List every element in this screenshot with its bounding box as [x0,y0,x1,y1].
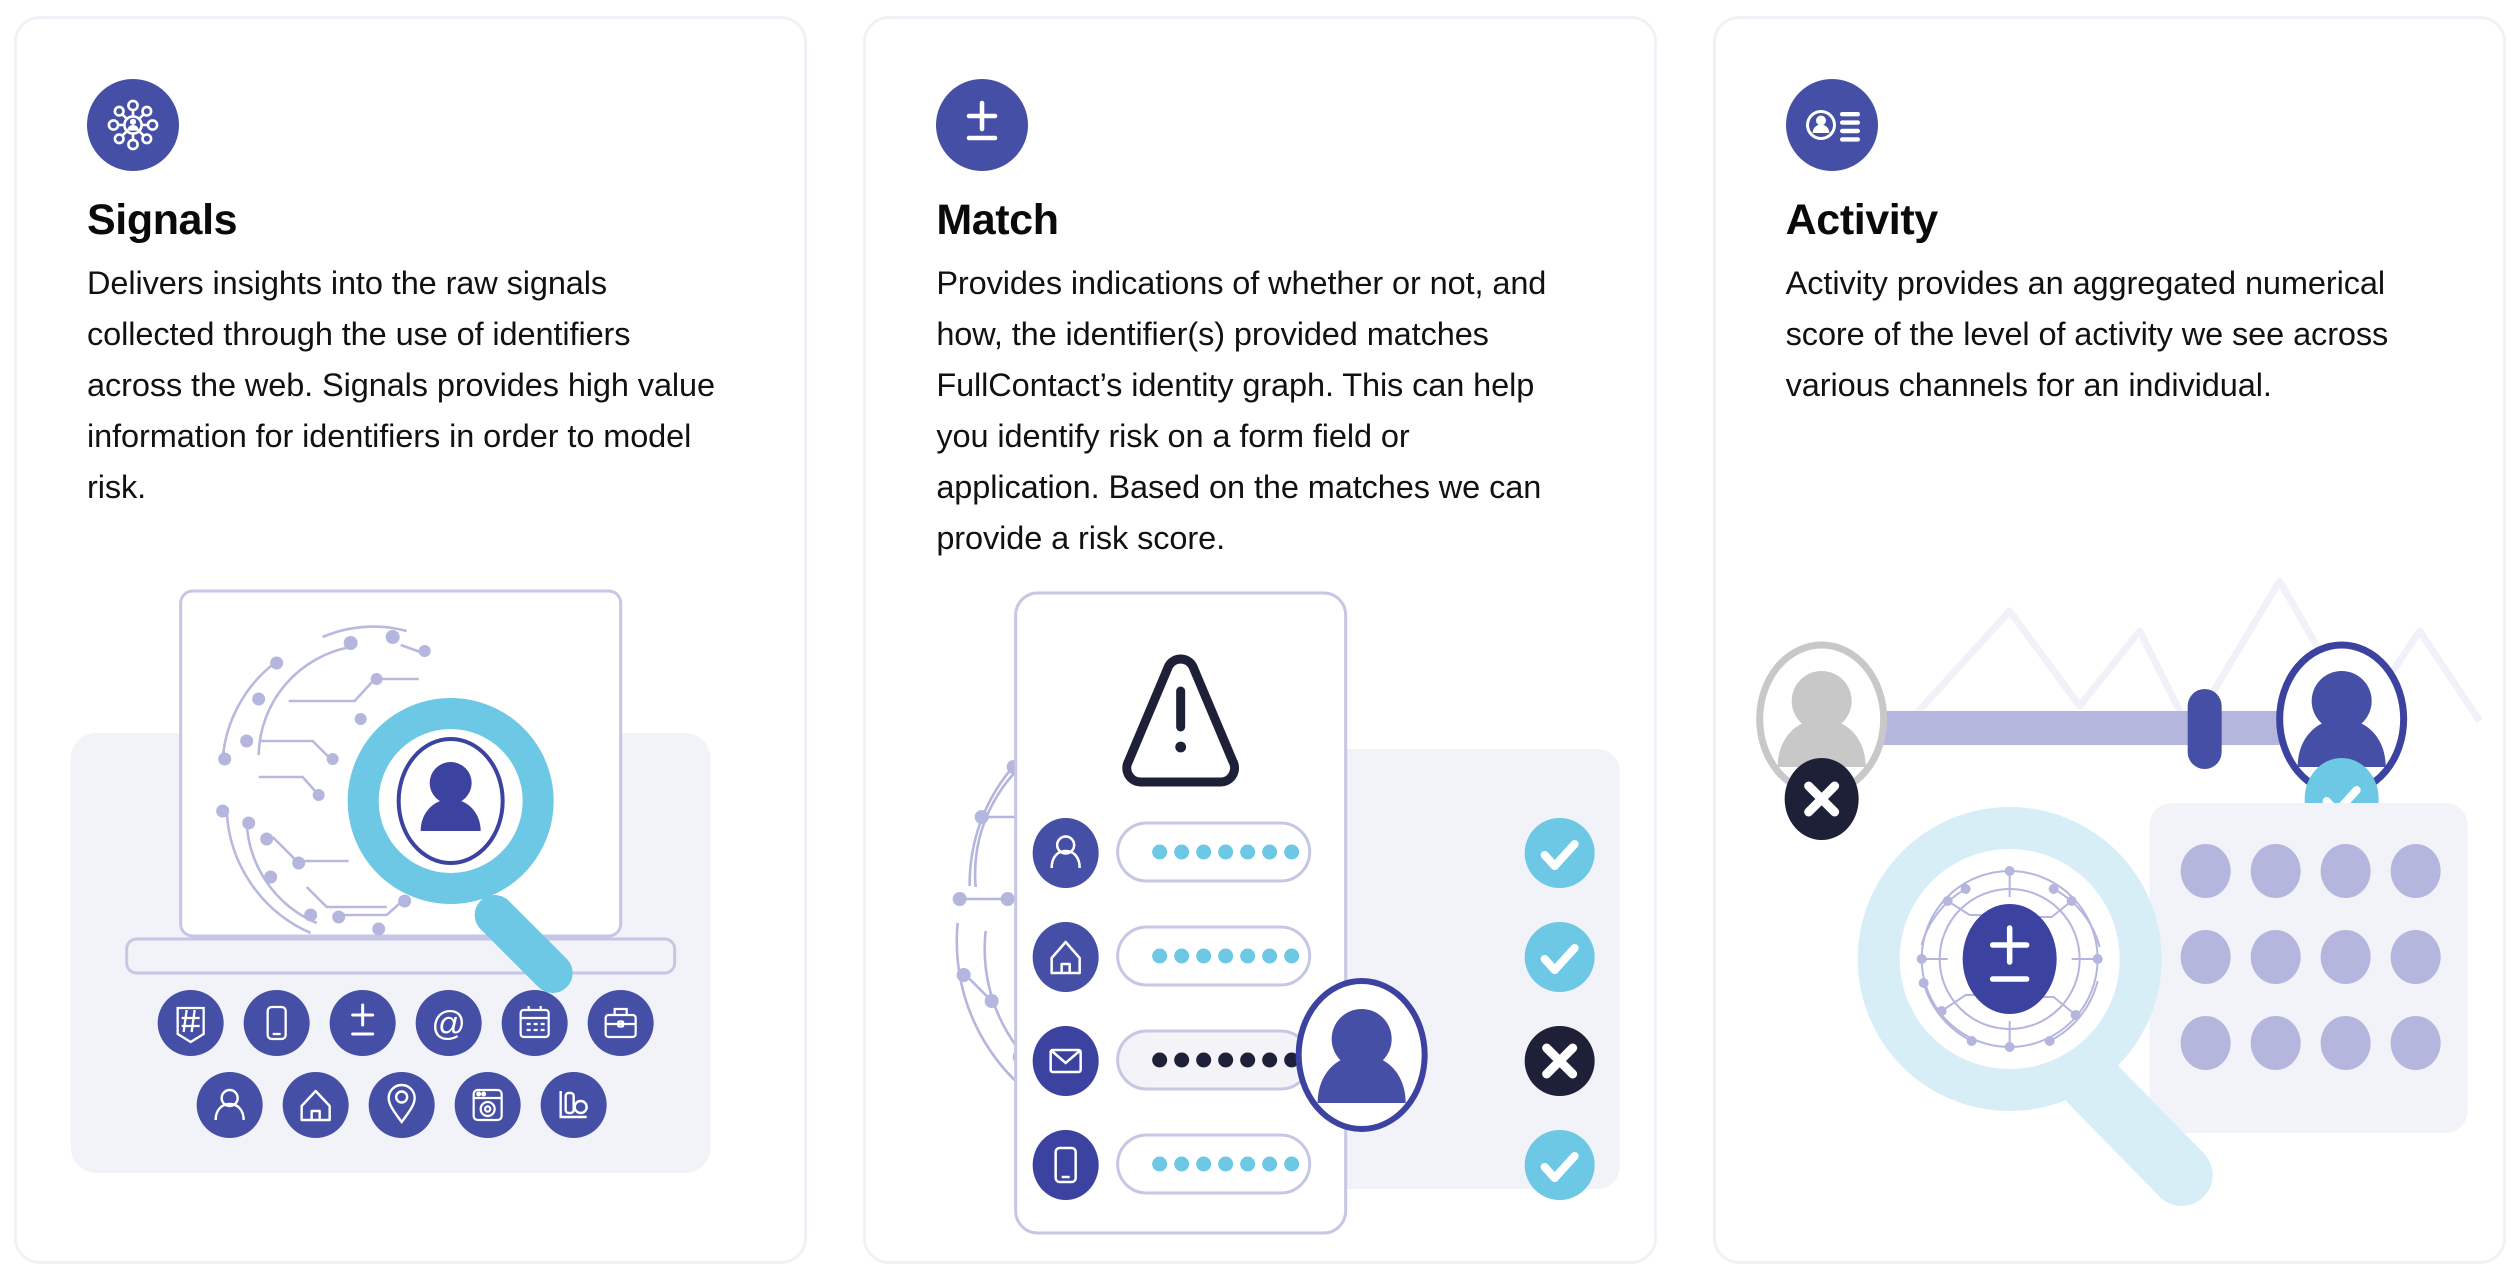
form-row [1032,818,1312,1200]
identifier-badge-row-1: @ [157,990,654,1056]
status-badge-cross [1784,758,1859,840]
svg-text:@: @ [431,1005,466,1043]
avatar [1295,978,1428,1132]
card-description: Provides indications of whether or not, … [936,265,1547,557]
card-match: Match Provides indications of whether or… [863,16,1657,1264]
card-signals: Signals Delivers insights into the raw s… [14,16,808,1264]
calendar-dot-grid [2180,844,2441,1070]
person-id-card-icon [1785,79,1878,171]
magnifier-shape [347,698,573,993]
status-badge [1524,818,1595,1200]
magnifier-shape [1857,807,2213,1206]
activity-score-magnifier-illustration [1716,571,2503,1261]
warning-triangle-icon [1122,654,1240,787]
laptop-identity-search-illustration: @ [17,571,804,1261]
card-title: Match [936,196,1059,244]
card-description: Activity provides an aggregated numerica… [1785,265,2389,404]
card-title: Activity [1785,196,1939,244]
plus-minus-icon [936,79,1029,171]
plus-minus-icon [1962,904,2057,1014]
network-hub-person-icon [87,79,179,171]
avatar-inactive [1755,641,1887,797]
identifier-badge-row-2 [196,1072,607,1138]
card-activity: Activity Activity provides an aggregated… [1712,16,2506,1264]
avatar-active [2275,641,2407,797]
card-title: Signals [87,196,238,244]
identity-form-match-illustration [866,571,1653,1261]
card-description: Delivers insights into the raw signals c… [87,265,716,506]
